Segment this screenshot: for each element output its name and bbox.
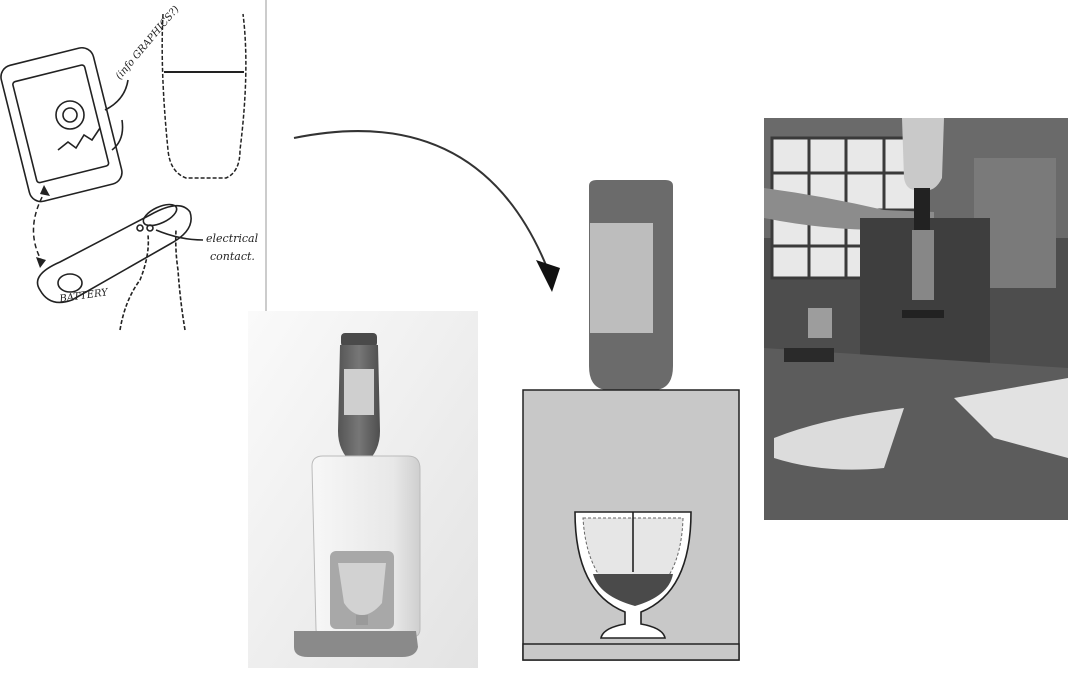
phone-sketch: [0, 46, 129, 203]
curved-arrow-icon: [32, 189, 47, 266]
contact-annotation-line1: electrical: [206, 232, 259, 245]
diagram-glass: [574, 511, 692, 639]
curved-arrow-icon: [293, 130, 549, 271]
bottle-label: [344, 369, 374, 415]
graphics-annotation: (info GRAPHICS?): [114, 4, 182, 82]
prototype-photo: [764, 118, 1068, 520]
liquid-level: [593, 574, 673, 606]
arrowhead-icon: [536, 260, 560, 292]
product-render: [248, 311, 478, 668]
process-arrow: [280, 120, 580, 310]
prototype-bottle: [902, 118, 944, 190]
rendered-base-plate: [294, 631, 418, 657]
sketch-drawing: (info GRAPHICS?) electrical contact. BAT…: [0, 0, 267, 335]
workbench: [764, 348, 1068, 520]
base-plate: [522, 643, 740, 661]
diagram-bottle: [589, 180, 673, 390]
rendered-glass: [338, 563, 386, 615]
device-sketch: [36, 203, 204, 331]
paper-on-table: [954, 378, 1068, 458]
arrowhead-icon: [36, 257, 46, 268]
flat-diagram: [515, 172, 745, 662]
bottle-label: [590, 223, 653, 333]
glass-sketch: [161, 13, 247, 179]
paper-on-table: [774, 408, 904, 470]
arrowhead-icon: [40, 185, 50, 196]
contact-annotation-line2: contact.: [210, 250, 255, 263]
rendered-bottle: [338, 333, 380, 473]
battery-annotation: BATTERY: [58, 287, 110, 305]
concept-sketch: (info GRAPHICS?) electrical contact. BAT…: [0, 0, 268, 335]
rendered-dispenser-body: [311, 455, 421, 638]
